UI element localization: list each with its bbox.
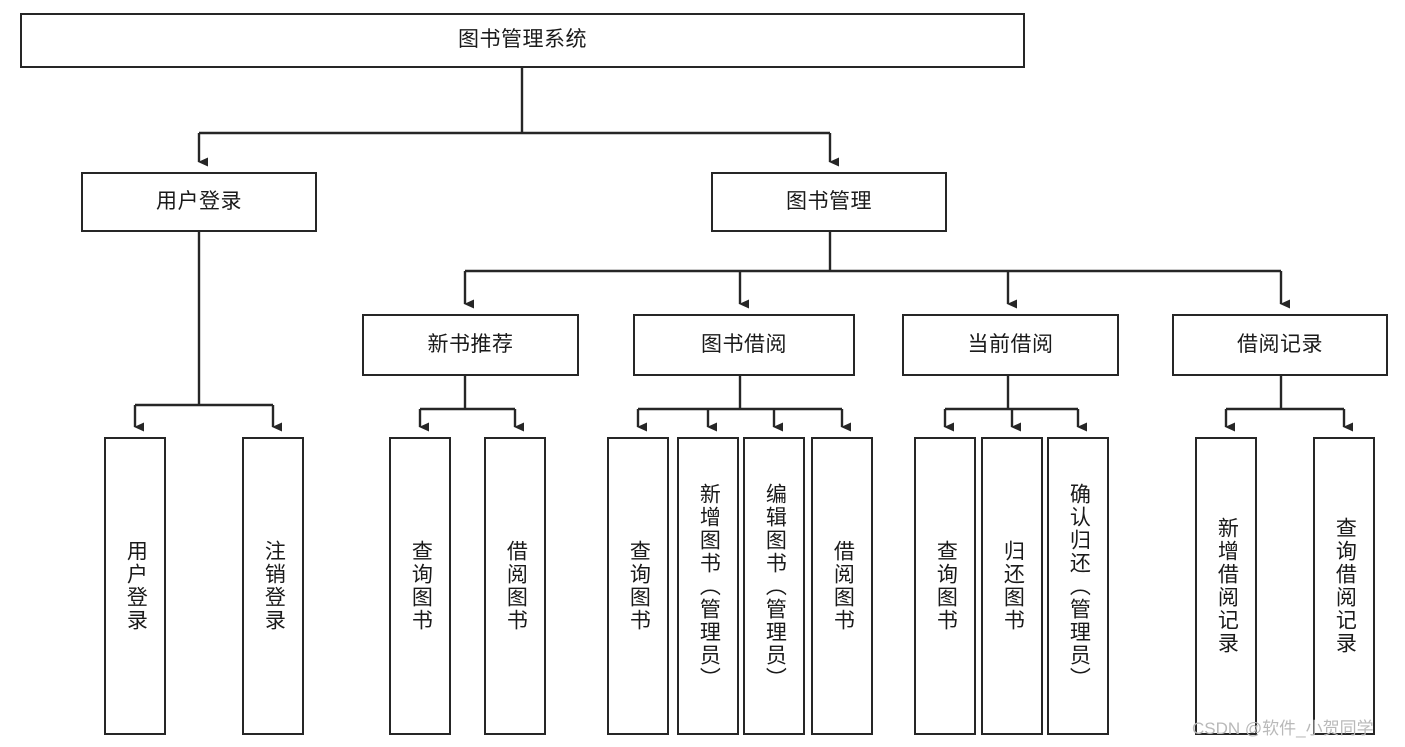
node-root-system[interactable]: 图书管理系统	[20, 13, 1025, 68]
node-label: 查询借阅记录	[1333, 517, 1357, 655]
node-label: 图书借阅	[701, 332, 787, 356]
node-label: 借阅记录	[1237, 332, 1323, 356]
leaf-borrow-book-recommend[interactable]: 借阅图书	[484, 437, 546, 735]
node-label: 注销登录	[262, 540, 286, 632]
leaf-return-book[interactable]: 归还图书	[981, 437, 1043, 735]
node-label: 图书管理	[786, 189, 872, 213]
leaf-user-login[interactable]: 用户登录	[104, 437, 166, 735]
leaf-add-book-admin[interactable]: 新增图书（管理员）	[677, 437, 739, 735]
node-current-borrow[interactable]: 当前借阅	[902, 314, 1119, 376]
node-label: 用户登录	[156, 189, 242, 213]
leaf-query-book-current[interactable]: 查询图书	[914, 437, 976, 735]
node-label: 查询图书	[409, 540, 433, 632]
node-label: 归还图书	[1001, 540, 1025, 632]
node-new-book-recommend[interactable]: 新书推荐	[362, 314, 579, 376]
node-borrow-record[interactable]: 借阅记录	[1172, 314, 1388, 376]
leaf-query-book-recommend[interactable]: 查询图书	[389, 437, 451, 735]
node-book-management[interactable]: 图书管理	[711, 172, 947, 232]
node-book-borrow[interactable]: 图书借阅	[633, 314, 855, 376]
node-label: 用户登录	[124, 540, 148, 632]
node-label: 新增图书（管理员）	[697, 482, 721, 690]
leaf-edit-book-admin[interactable]: 编辑图书（管理员）	[743, 437, 805, 735]
leaf-query-book-borrow[interactable]: 查询图书	[607, 437, 669, 735]
leaf-query-borrow-record[interactable]: 查询借阅记录	[1313, 437, 1375, 735]
node-label: 借阅图书	[831, 540, 855, 632]
leaf-add-borrow-record[interactable]: 新增借阅记录	[1195, 437, 1257, 735]
node-label: 编辑图书（管理员）	[763, 482, 787, 690]
leaf-borrow-book[interactable]: 借阅图书	[811, 437, 873, 735]
node-label: 确认归还（管理员）	[1067, 482, 1091, 690]
node-label: 借阅图书	[504, 540, 528, 632]
node-label: 图书管理系统	[458, 28, 587, 52]
node-label: 查询图书	[934, 540, 958, 632]
node-user-login[interactable]: 用户登录	[81, 172, 317, 232]
leaf-confirm-return-admin[interactable]: 确认归还（管理员）	[1047, 437, 1109, 735]
node-label: 新书推荐	[427, 332, 514, 356]
node-label: 查询图书	[627, 540, 651, 632]
leaf-logout[interactable]: 注销登录	[242, 437, 304, 735]
node-label: 当前借阅	[967, 332, 1054, 356]
node-label: 新增借阅记录	[1215, 517, 1239, 655]
